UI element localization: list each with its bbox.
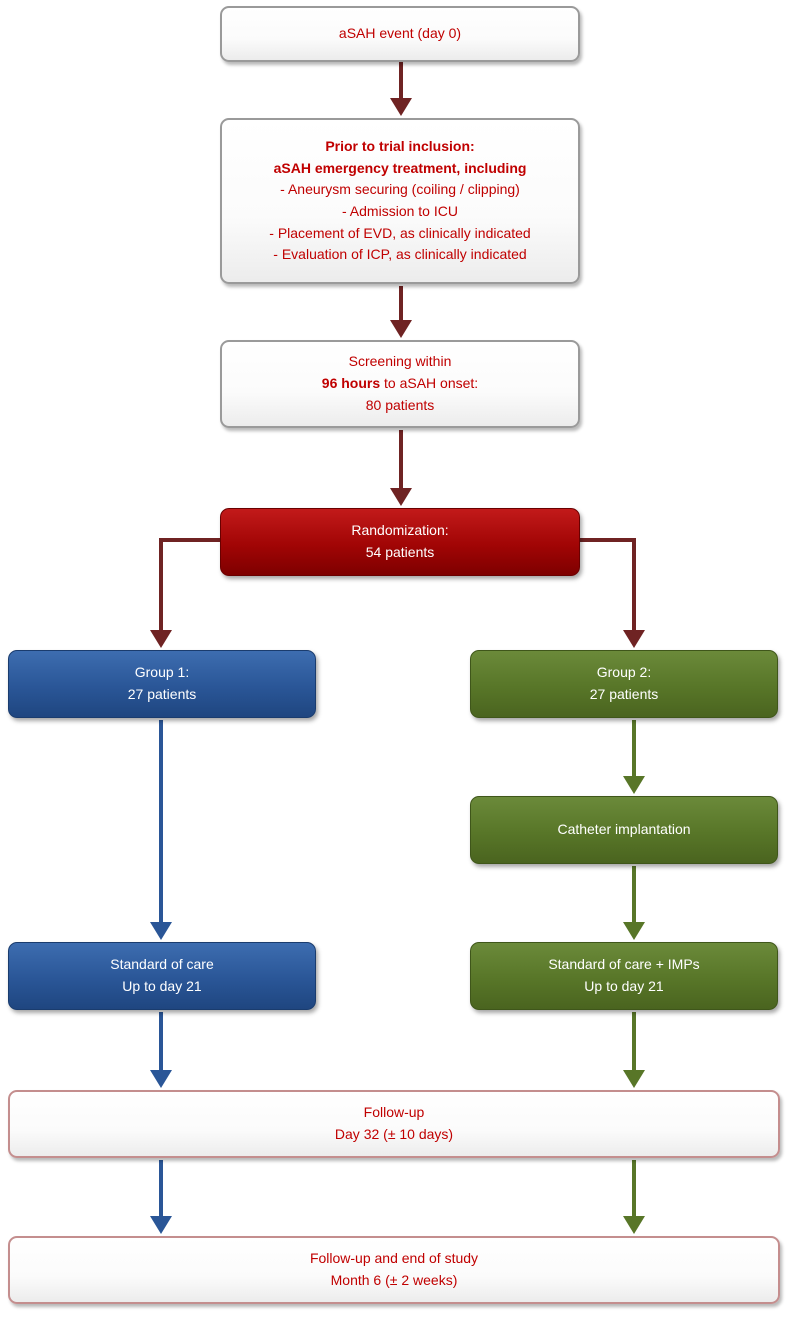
followup-line1: Follow-up xyxy=(363,1104,425,1121)
arrow-randomization-to-group1 xyxy=(150,538,220,648)
group1-line1: Group 1: xyxy=(134,664,190,681)
arrow-group1-to-soc1-head xyxy=(150,922,172,940)
prior-heading-line1: Prior to trial inclusion: xyxy=(325,137,475,154)
arrow-group2-to-catheter-head xyxy=(623,776,645,794)
arrow-catheter-to-soc2-head xyxy=(623,922,645,940)
randomization-line1: Randomization: xyxy=(351,522,449,539)
arrow-randomization-to-group1-line xyxy=(159,538,220,630)
group2-line2: 27 patients xyxy=(589,686,659,702)
arrow-group2-to-catheter xyxy=(623,720,645,794)
prior-item: - Evaluation of ICP, as clinically indic… xyxy=(273,246,527,263)
arrow-randomization-to-group2-line xyxy=(580,538,636,630)
screening-line2: 96 hours to aSAH onset: xyxy=(322,373,478,395)
followup-line2: Day 32 (± 10 days) xyxy=(334,1126,454,1142)
node-end-of-study: Follow-up and end of study Month 6 (± 2 … xyxy=(8,1236,780,1304)
arrow-randomization-to-group2-head xyxy=(623,630,645,648)
arrow-soc2-to-followup xyxy=(623,1012,645,1088)
soc1-line2: Up to day 21 xyxy=(122,978,202,994)
screening-hours: 96 hours xyxy=(321,375,381,392)
arrow-followup-to-end-right xyxy=(623,1160,645,1234)
node-asah-event: aSAH event (day 0) xyxy=(220,6,580,62)
node-standard-of-care-imps-group2: Standard of care + IMPs Up to day 21 xyxy=(470,942,778,1010)
arrow-event-to-prior xyxy=(390,62,412,116)
arrow-soc1-to-followup-head xyxy=(150,1070,172,1088)
arrow-prior-to-screening-head xyxy=(390,320,412,338)
prior-item: - Aneurysm securing (coiling / clipping) xyxy=(280,181,520,198)
node-catheter-implantation: Catheter implantation xyxy=(470,796,778,864)
soc2-line2: Up to day 21 xyxy=(584,978,664,994)
node-randomization: Randomization: 54 patients xyxy=(220,508,580,576)
group1-line2: 27 patients xyxy=(127,686,197,702)
catheter-text: Catheter implantation xyxy=(557,821,691,838)
group2-line1: Group 2: xyxy=(596,664,652,681)
arrow-followup-to-end-left xyxy=(150,1160,172,1234)
screening-line3: 80 patients xyxy=(365,396,435,413)
node-follow-up-day32: Follow-up Day 32 (± 10 days) xyxy=(8,1090,780,1158)
node-standard-of-care-group1: Standard of care Up to day 21 xyxy=(8,942,316,1010)
arrow-randomization-to-group1-head xyxy=(150,630,172,648)
arrow-randomization-to-group2 xyxy=(580,538,645,648)
screening-line1: Screening within xyxy=(348,353,452,370)
arrow-screening-to-randomization-head xyxy=(390,488,412,506)
soc1-line1: Standard of care xyxy=(110,956,214,973)
node-group2: Group 2: 27 patients xyxy=(470,650,778,718)
randomization-line2: 54 patients xyxy=(365,544,435,560)
end-line2: Month 6 (± 2 weeks) xyxy=(330,1272,458,1288)
prior-item: - Admission to ICU xyxy=(342,203,458,219)
arrow-prior-to-screening xyxy=(390,286,412,338)
arrow-catheter-to-soc2 xyxy=(623,866,645,940)
end-line1: Follow-up and end of study xyxy=(309,1250,479,1267)
arrow-soc2-to-followup-head xyxy=(623,1070,645,1088)
arrow-followup-to-end-right-head xyxy=(623,1216,645,1234)
soc2-line1: Standard of care + IMPs xyxy=(548,956,700,973)
node-prior-to-inclusion: Prior to trial inclusion: aSAH emergency… xyxy=(220,118,580,284)
arrow-soc1-to-followup xyxy=(150,1012,172,1088)
arrow-followup-to-end-left-head xyxy=(150,1216,172,1234)
prior-item: - Placement of EVD, as clinically indica… xyxy=(269,224,531,241)
node-group1: Group 1: 27 patients xyxy=(8,650,316,718)
screening-line2-rest: to aSAH onset: xyxy=(380,375,479,392)
arrow-event-to-prior-head xyxy=(390,98,412,116)
arrow-group1-to-soc1 xyxy=(150,720,172,940)
node-screening: Screening within 96 hours to aSAH onset:… xyxy=(220,340,580,428)
arrow-screening-to-randomization xyxy=(390,430,412,506)
prior-heading-line2: aSAH emergency treatment, including xyxy=(273,159,527,176)
node-asah-event-text: aSAH event (day 0) xyxy=(338,25,462,42)
